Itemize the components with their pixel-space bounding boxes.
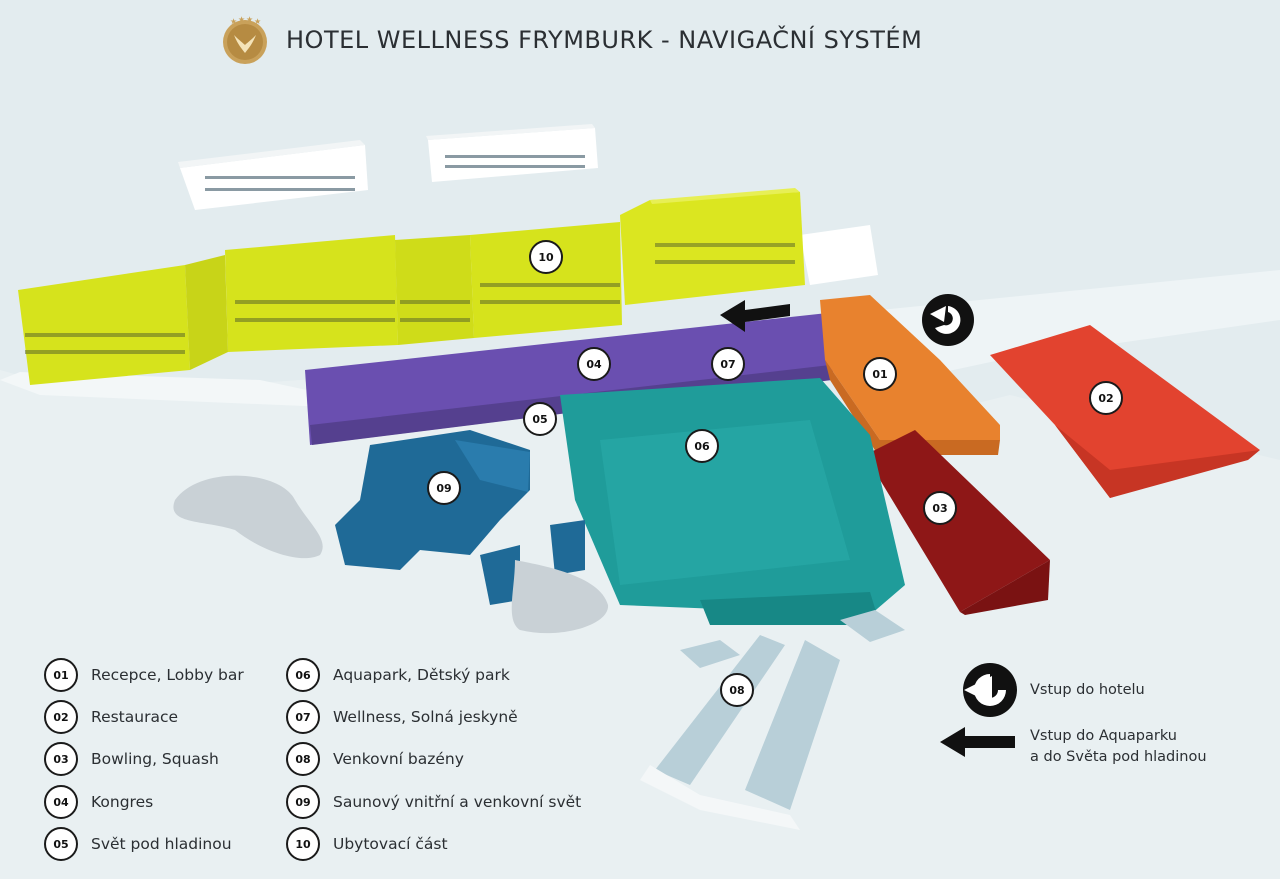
legend-label: Ubytovací část (333, 835, 448, 853)
legend-item-01[interactable]: 01 Recepce, Lobby bar (44, 657, 244, 693)
sauna-outdoor-pond (173, 475, 609, 634)
map-marker-08[interactable]: 08 (720, 673, 754, 707)
map-marker-09[interactable]: 09 (427, 471, 461, 505)
legend-aquapark-arrow-icon (940, 727, 1015, 757)
legend-item-03[interactable]: 03 Bowling, Squash (44, 741, 219, 777)
hotel-entrance-label: Vstup do hotelu (1030, 682, 1145, 698)
legend-item-10[interactable]: 10 Ubytovací část (286, 826, 448, 862)
legend-number: 10 (286, 827, 320, 861)
map-entrance-aquapark-arrow-icon (720, 300, 790, 332)
legend-label: Svět pod hladinou (91, 835, 232, 853)
legend-label: Bowling, Squash (91, 750, 219, 768)
legend-item-09[interactable]: 09 Saunový vnitřní a venkovní svět (286, 784, 581, 820)
map-marker-05[interactable]: 05 (523, 402, 557, 436)
legend-label: Aquapark, Dětský park (333, 666, 510, 684)
svg-text:★: ★ (230, 17, 237, 26)
legend-item-06[interactable]: 06 Aquapark, Dětský park (286, 657, 510, 693)
aquapark-entrance-label-line1: Vstup do Aquaparku (1030, 728, 1177, 744)
legend-label: Saunový vnitřní a venkovní svět (333, 793, 582, 811)
aquapark-entrance-label-line2: a do Světa pod hladinou (1030, 749, 1207, 765)
header: ★ ★ ★ ★ HOTEL WELLNESS FRYMBURK - NAVIGA… (220, 14, 922, 66)
legend-hotel-entrance-icon (963, 663, 1017, 717)
legend-number: 03 (44, 742, 78, 776)
legend-number: 05 (44, 827, 78, 861)
building-06-aquapark (560, 378, 905, 625)
legend-number: 02 (44, 700, 78, 734)
legend-item-04[interactable]: 04 Kongres (44, 784, 153, 820)
legend-label: Recepce, Lobby bar (91, 666, 244, 684)
legend-number: 06 (286, 658, 320, 692)
legend-item-07[interactable]: 07 Wellness, Solná jeskyně (286, 699, 518, 735)
map-marker-03[interactable]: 03 (923, 491, 957, 525)
map-marker-01[interactable]: 01 (863, 357, 897, 391)
svg-text:★: ★ (238, 15, 245, 24)
building-01-reception (820, 295, 1000, 455)
legend-number: 01 (44, 658, 78, 692)
building-03-bowling (865, 430, 1050, 615)
map-marker-07[interactable]: 07 (711, 347, 745, 381)
map-marker-10[interactable]: 10 (529, 240, 563, 274)
legend-number: 04 (44, 785, 78, 819)
hotel-wings-logo-icon: ★ ★ ★ ★ (223, 15, 267, 64)
legend-label: Venkovní bazény (333, 750, 464, 768)
map-marker-06[interactable]: 06 (685, 429, 719, 463)
legend-number: 09 (286, 785, 320, 819)
building-02-restaurant (990, 325, 1260, 498)
legend-label: Kongres (91, 793, 154, 811)
svg-text:★: ★ (254, 17, 261, 26)
legend-item-02[interactable]: 02 Restaurace (44, 699, 178, 735)
white-annex (800, 225, 878, 285)
legend-number: 07 (286, 700, 320, 734)
legend-item-05[interactable]: 05 Svět pod hladinou (44, 826, 232, 862)
pools-08-outdoor (640, 610, 905, 830)
legend-number: 08 (286, 742, 320, 776)
white-building-left (178, 140, 368, 210)
map-marker-04[interactable]: 04 (577, 347, 611, 381)
map-entrance-hotel-icon (922, 294, 974, 346)
legend-item-08[interactable]: 08 Venkovní bazény (286, 741, 464, 777)
white-building-right (426, 124, 598, 182)
building-10-lodging (18, 188, 805, 385)
legend-label: Wellness, Solná jeskyně (333, 708, 518, 726)
legend-label: Restaurace (91, 708, 179, 726)
map-marker-02[interactable]: 02 (1089, 381, 1123, 415)
page-title: HOTEL WELLNESS FRYMBURK - NAVIGAČNÍ SYST… (286, 26, 923, 54)
svg-text:★: ★ (246, 15, 253, 24)
